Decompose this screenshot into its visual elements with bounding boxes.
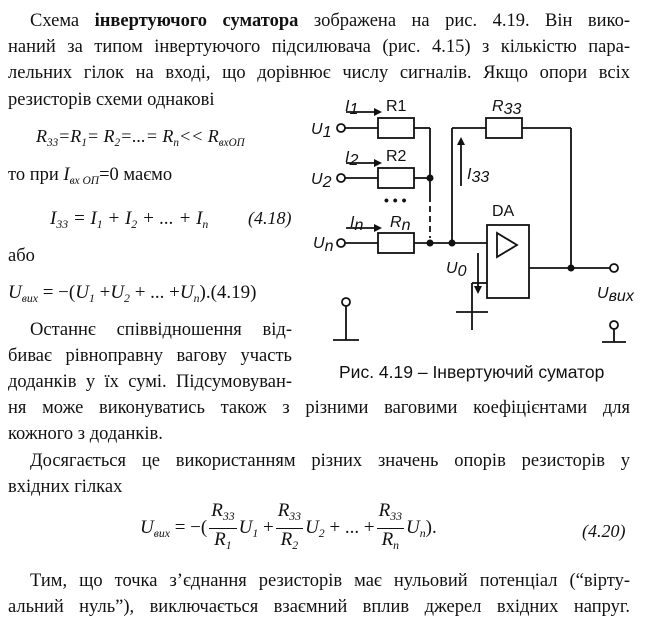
eq-sub: 2	[292, 539, 299, 553]
ellipsis-dots: • • •	[384, 192, 407, 208]
subscript: вх ОП	[69, 175, 100, 187]
eq-sub: n	[419, 527, 426, 541]
label-r2: R2	[386, 148, 407, 165]
eq-var: R	[214, 529, 226, 551]
equation-4-19: Uвих = −(U1 +U2 + ... +Un).(4.19)	[8, 282, 257, 306]
text-span: =0 маємо	[99, 165, 173, 185]
junction-dot	[426, 174, 434, 182]
text-line-10: ня може виконуватись також з різними ваг…	[8, 398, 630, 418]
junction-dot	[448, 239, 456, 247]
text-line-12: Досягається це використанням різних знач…	[30, 451, 630, 471]
junction-dot	[567, 264, 575, 272]
ground-terminal-left	[341, 297, 351, 307]
text-line-11: кожного з доданків.	[8, 424, 163, 444]
text-line-8: биває рівноправну вагову участь	[8, 346, 292, 366]
arrow-icon	[374, 108, 382, 116]
eq-var: U	[406, 516, 420, 538]
text-span: зображена на рис. 4.19. Він вико-	[298, 11, 630, 31]
junction-dot	[426, 239, 434, 247]
label-i2: I2	[345, 149, 358, 169]
eq-sub: 1	[252, 527, 259, 541]
arrow-icon	[374, 224, 382, 232]
text-line-9: доданків у їх сумі. Підсумовуван-	[8, 372, 292, 392]
text-line-6: або	[8, 246, 35, 266]
eq-sub: 1	[225, 539, 232, 553]
text-line-13: вхідних гілках	[8, 477, 123, 497]
label-un: Un	[313, 235, 334, 255]
resistor-r33	[485, 117, 523, 139]
eq-var: R	[381, 529, 394, 551]
text-span: то при	[8, 165, 64, 185]
text-line-15: альний нуль”), виключається взаємний впл…	[8, 597, 630, 617]
label-i33: I33	[467, 166, 489, 186]
resistor-r1	[377, 117, 415, 139]
terminal-un	[336, 238, 346, 248]
resistor-r2	[377, 167, 415, 189]
terminal-uout	[609, 263, 619, 273]
ground-terminal-right	[609, 320, 619, 330]
eq-var: R	[211, 500, 223, 521]
equation-number-4-20: (4.20)	[582, 521, 626, 541]
eq-sub: 33	[222, 510, 235, 524]
label-in: In	[350, 214, 363, 234]
eq-var: R	[280, 529, 293, 551]
label-da: DA	[492, 203, 515, 220]
text-line-7: Останнє співвідношення від-	[30, 320, 292, 340]
label-u1: U1	[311, 121, 331, 141]
eq-var: U	[238, 516, 253, 538]
label-u0: U0	[446, 260, 467, 280]
bold-term: інвертуючого суматора	[94, 11, 299, 31]
text-span: Схема	[30, 11, 95, 31]
text-line-14: Тим, що точка з’єднання резисторів має н…	[30, 571, 630, 591]
label-u2: U2	[311, 171, 332, 191]
opamp-da	[486, 224, 530, 299]
resistor-rn	[377, 232, 415, 254]
label-rn: Rn	[390, 214, 411, 234]
equation-4-18: I33 = I1 + I2 + ... + In	[50, 208, 209, 232]
eq-sub: 2	[318, 527, 325, 541]
eq-sub: n	[393, 539, 400, 553]
terminal-u1	[336, 123, 346, 133]
label-r1: R1	[386, 98, 407, 115]
eq-var: U	[140, 516, 154, 538]
arrow-icon	[457, 137, 465, 145]
figure-caption: Рис. 4.19 – Інвертуючий суматор	[339, 362, 605, 382]
text-line-2: наний за типом інвертуючого підсилювача …	[8, 37, 630, 57]
arrow-icon	[374, 159, 382, 167]
label-uout: Uвих	[597, 285, 635, 305]
equation-resistors: R33=R1= R2=...= Rn<< RвхОП	[36, 126, 245, 149]
text-line-5: то при Iвх ОП=0 маємо	[8, 164, 172, 192]
equation-number-4-18: (4.18)	[248, 208, 292, 228]
eq-sub: вих	[153, 527, 170, 541]
text-line-4: резисторів схеми однакові	[8, 90, 215, 110]
text-line-1: Схема інвертуючого суматора зображена на…	[30, 10, 630, 32]
italic-var: I	[63, 165, 70, 185]
arrow-icon	[474, 286, 482, 294]
eq-var: U	[305, 516, 319, 538]
label-i1: I1	[345, 98, 358, 118]
text-line-3: лельних гілок на вході, що дорівнює числ…	[8, 63, 630, 83]
label-r33: R33	[492, 98, 521, 118]
terminal-u2	[336, 173, 346, 183]
opamp-triangle-icon	[496, 231, 519, 259]
